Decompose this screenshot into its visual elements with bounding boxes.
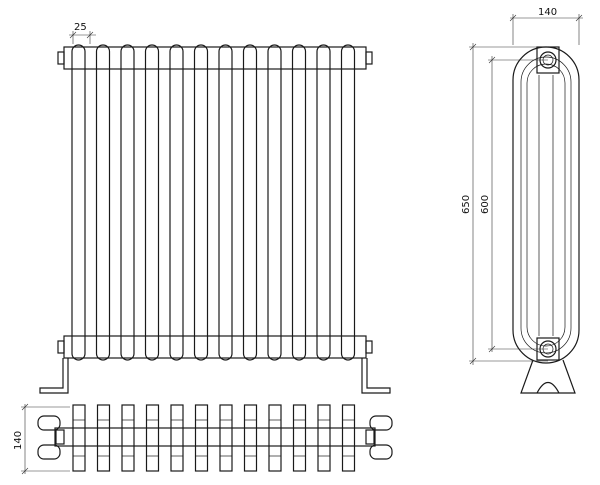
plan-column <box>145 404 160 472</box>
side-inner-loop-2 <box>526 63 566 347</box>
front-column <box>95 44 111 361</box>
plan-columns <box>72 404 356 472</box>
plan-column <box>96 404 111 472</box>
front-column <box>144 44 160 361</box>
front-column <box>169 44 184 361</box>
overall-height-dimension: 650 <box>461 43 548 365</box>
plan-column <box>170 404 184 472</box>
top-left-connector <box>57 51 65 65</box>
plan-right-cap-top <box>369 415 393 431</box>
front-column <box>340 44 356 361</box>
plan-column <box>292 404 307 472</box>
bottom-left-connector <box>57 340 65 354</box>
side-inner-loop-1 <box>520 56 572 354</box>
plan-depth-label: 140 <box>13 431 24 450</box>
plan-column <box>243 404 258 472</box>
plan-column <box>121 404 135 472</box>
plan-left-cap-bottom <box>37 444 61 460</box>
side-outer-loop <box>512 46 580 364</box>
front-column <box>316 44 331 361</box>
top-right-connector <box>365 51 373 65</box>
plan-view: 140 <box>13 403 393 475</box>
overall-height-label: 650 <box>461 195 472 214</box>
front-column <box>71 44 86 361</box>
front-column <box>218 44 233 361</box>
side-depth-dimension: 140 <box>509 7 583 45</box>
side-depth-label: 140 <box>538 7 557 18</box>
plan-left-connector <box>55 429 65 445</box>
plan-column <box>268 404 282 472</box>
plan-depth-dimension: 140 <box>13 403 70 475</box>
front-column <box>120 44 135 361</box>
plan-column <box>317 404 331 472</box>
plan-column <box>194 404 209 472</box>
pitch-label: 25 <box>74 22 87 33</box>
front-column <box>267 44 282 361</box>
plan-right-cap-bottom <box>369 444 393 460</box>
plan-column <box>341 404 356 472</box>
front-view: 25 <box>39 22 391 394</box>
side-view: 140 650 600 <box>461 7 583 394</box>
plan-right-connector <box>365 429 375 445</box>
front-column <box>193 44 209 361</box>
right-foot <box>361 358 391 394</box>
front-columns <box>71 44 356 361</box>
axis-height-label: 600 <box>480 195 491 214</box>
left-foot <box>39 358 69 394</box>
front-column <box>242 44 258 361</box>
side-foot <box>520 359 576 394</box>
plan-column <box>219 404 233 472</box>
plan-header-bar <box>54 427 376 447</box>
front-column <box>291 44 307 361</box>
pitch-dimension: 25 <box>69 22 96 44</box>
plan-column <box>72 404 86 472</box>
bottom-right-connector <box>365 340 373 354</box>
plan-left-cap-top <box>37 415 61 431</box>
axis-height-dimension: 600 <box>480 56 548 353</box>
